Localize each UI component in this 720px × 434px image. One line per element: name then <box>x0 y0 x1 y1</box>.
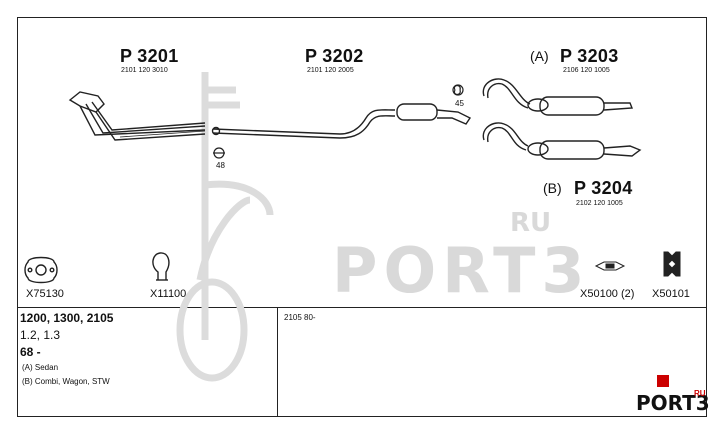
intermediate-pipe-drawing <box>211 103 472 139</box>
displacement-list: 1.2, 1.3 <box>20 328 61 342</box>
port3-logo-mark <box>657 375 669 387</box>
part-title-p3203: P 3203 <box>560 46 619 66</box>
callout-45: 45 <box>455 99 464 108</box>
rear-silencer-a-drawing <box>482 78 634 116</box>
diagram-frame <box>17 17 707 417</box>
part-ref-p3201: 2101 120 3010 <box>121 67 168 74</box>
accessory-code-x50100: X50100 (2) <box>580 288 635 300</box>
part-title-p3204: P 3204 <box>574 178 633 198</box>
year-from: 68 - <box>20 345 41 359</box>
watermark-logo-shape <box>176 72 274 382</box>
column-divider <box>277 307 278 417</box>
callout-48: 48 <box>216 161 225 170</box>
part-title-p3201: P 3201 <box>120 46 179 66</box>
model-years: 2105 80- <box>284 313 316 322</box>
part-ref-p3202: 2101 120 2005 <box>307 67 354 74</box>
rear-silencer-b-drawing <box>482 122 642 160</box>
part-ref-p3203: 2106 120 1005 <box>563 67 610 74</box>
front-pipe-drawing <box>68 91 206 141</box>
hanger-callout-48 <box>213 147 225 159</box>
watermark-text: PORT3 <box>332 234 591 307</box>
mounting-rubber-icon <box>663 251 681 277</box>
rubber-hanger-icon <box>594 261 626 271</box>
variant-label-b: (B) <box>543 180 562 196</box>
watermark-suffix: RU <box>510 208 552 238</box>
brand-logo-suffix: RU <box>694 389 706 398</box>
accessory-code-x50101: X50101 <box>652 288 690 300</box>
clamp-icon <box>152 252 170 281</box>
gasket-icon <box>24 256 58 284</box>
part-ref-p3204: 2102 120 1005 <box>576 200 623 207</box>
part-title-p3202: P 3202 <box>305 46 364 66</box>
body-type-a: (A) Sedan <box>22 363 59 372</box>
accessory-code-x75130: X75130 <box>26 288 64 300</box>
variant-label-a: (A) <box>530 48 549 64</box>
engine-list: 1200, 1300, 2105 <box>20 311 114 325</box>
accessory-code-x11100: X11100 <box>150 288 187 300</box>
brand-logo-text: PORT3 <box>636 391 710 415</box>
hanger-callout-45 <box>452 84 464 96</box>
body-type-b: (B) Combi, Wagon, STW <box>22 377 110 386</box>
divider-line <box>17 307 707 308</box>
